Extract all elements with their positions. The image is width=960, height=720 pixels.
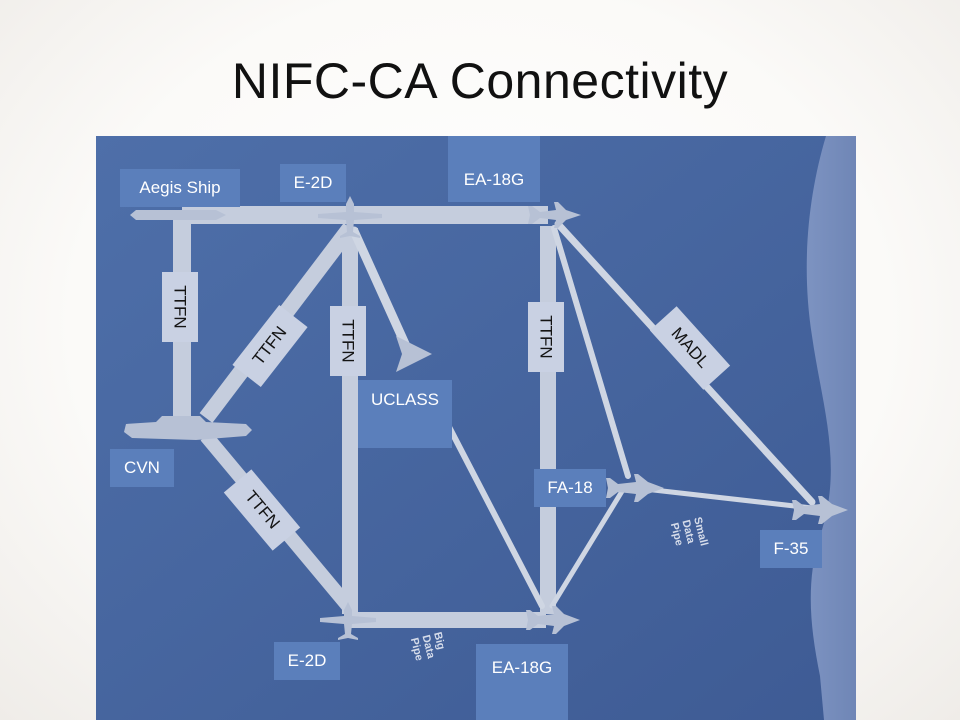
carrier-silhouette-icon: [124, 416, 252, 440]
node-label-aegis-ship: Aegis Ship: [120, 169, 240, 207]
link-label-ttfn-e2d-vertical: TTFN: [330, 306, 366, 376]
node-label-cvn: CVN: [110, 449, 174, 487]
link-label-ttfn-ea18g-vertical: TTFN: [528, 302, 564, 372]
slide-title: NIFC-CA Connectivity: [231, 53, 729, 109]
link-uclass-ea18g-bottom: [443, 418, 545, 609]
drone-silhouette-icon: [396, 336, 432, 372]
diagram-canvas: Small Data Pipe Big Data Pipe: [96, 136, 856, 720]
small-data-pipe-annotation: Small Data Pipe: [668, 516, 710, 547]
link-ea18g-top-fa18: [551, 225, 631, 479]
big-pipe-line-1: Big: [431, 631, 447, 651]
aircraft-silhouette-icon-e2d-bottom: [320, 602, 376, 640]
link-label-text: TTFN: [339, 319, 358, 363]
node-label-ea18g-bottom: EA-18G: [476, 644, 568, 720]
small-pipe-line-3: Pipe: [668, 522, 685, 547]
connectivity-diagram: Small Data Pipe Big Data Pipe Aegis Ship…: [96, 136, 856, 720]
node-label-uclass: UCLASS: [358, 380, 452, 448]
aircraft-silhouette-icon-e2d-top: [318, 196, 382, 238]
pipe-annotations: Small Data Pipe Big Data Pipe: [408, 516, 710, 662]
node-label-ea18g-top: EA-18G: [448, 136, 540, 202]
node-label-e2d-top: E-2D: [280, 164, 346, 202]
aircraft-silhouette-icon-fa18: [606, 474, 664, 502]
link-e2d-top-uclass: [349, 226, 411, 351]
aircraft-silhouette-icon-f35: [792, 496, 848, 524]
link-fa18-f35: [633, 485, 815, 511]
link-label-text: TTFN: [171, 285, 190, 329]
link-label-text: TTFN: [537, 315, 556, 359]
big-data-pipe-annotation: Big Data Pipe: [408, 631, 447, 662]
node-label-f35: F-35: [760, 530, 822, 568]
node-label-fa18: FA-18: [534, 469, 606, 507]
link-fa18-ea18g-bottom: [549, 485, 627, 609]
node-label-e2d-bottom: E-2D: [274, 642, 340, 680]
link-label-ttfn-aegis-cvn: TTFN: [162, 272, 198, 342]
big-pipe-line-3: Pipe: [408, 637, 425, 662]
platform-icons: [124, 196, 848, 640]
small-pipe-line-2: Data: [679, 519, 697, 546]
thin-link-lines: [349, 220, 816, 609]
aircraft-silhouette-icon-ea18g-top: [528, 202, 581, 228]
ship-silhouette-icon: [130, 210, 226, 220]
big-pipe-line-2: Data: [419, 634, 437, 661]
aircraft-silhouette-icon-ea18g-bottom: [526, 606, 580, 634]
coastline: [806, 136, 856, 720]
